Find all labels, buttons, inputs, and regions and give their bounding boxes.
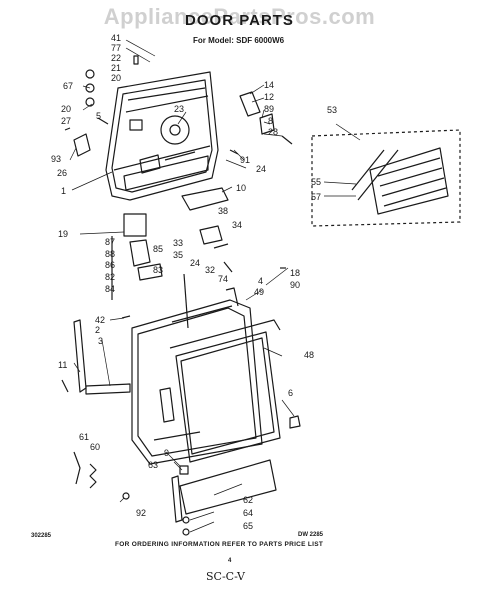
callout-11: 11 xyxy=(58,360,67,370)
callout-63: 63 xyxy=(148,460,158,470)
callout-24b: 24 xyxy=(190,258,200,268)
callout-28: 28 xyxy=(268,127,278,137)
callout-67: 67 xyxy=(63,81,73,91)
callout-27: 27 xyxy=(61,116,71,126)
callout-5: 5 xyxy=(96,111,101,121)
callout-48: 48 xyxy=(304,350,314,360)
callout-2: 2 xyxy=(95,325,100,335)
callout-42: 42 xyxy=(95,315,105,325)
callout-8: 8 xyxy=(268,116,273,126)
callout-10: 10 xyxy=(236,183,246,193)
latch-parts xyxy=(199,225,233,273)
callout-18: 18 xyxy=(290,268,300,278)
vent-rack xyxy=(311,129,461,227)
callout-92: 92 xyxy=(136,508,146,518)
spring-61-60 xyxy=(73,451,97,489)
callout-20: 20 xyxy=(111,73,121,83)
callout-23: 23 xyxy=(174,104,184,114)
callout-4: 4 xyxy=(258,276,263,286)
page-number: 4 xyxy=(228,558,232,564)
callout-20b: 20 xyxy=(61,104,71,114)
callout-84: 84 xyxy=(105,284,115,294)
handwritten-note: SC-C-V xyxy=(206,570,245,583)
callout-6: 6 xyxy=(288,388,293,398)
lower-panel xyxy=(171,459,277,523)
callout-65: 65 xyxy=(243,521,253,531)
outer-door-panel xyxy=(169,319,281,463)
callout-74: 74 xyxy=(218,274,228,284)
callout-38: 38 xyxy=(218,206,228,216)
diagram-title: DOOR PARTS xyxy=(185,12,294,29)
callout-22: 22 xyxy=(111,53,121,63)
callout-83: 83 xyxy=(153,265,163,275)
callout-64: 64 xyxy=(243,508,253,518)
callout-49: 49 xyxy=(254,287,264,297)
left-hardware xyxy=(64,55,139,157)
callout-14: 14 xyxy=(264,80,274,90)
callout-41: 41 xyxy=(111,33,121,43)
inner-door-panel xyxy=(105,71,219,201)
callout-86: 86 xyxy=(105,260,115,270)
callout-62: 62 xyxy=(243,495,253,505)
callout-33: 33 xyxy=(173,238,183,248)
callout-77: 77 xyxy=(111,43,121,53)
callout-93: 93 xyxy=(51,154,61,164)
part-6 xyxy=(289,415,301,429)
callout-24: 24 xyxy=(256,164,266,174)
callout-21: 21 xyxy=(111,63,121,73)
callout-9: 9 xyxy=(164,448,169,458)
callout-55: 55 xyxy=(311,177,321,187)
callout-88: 88 xyxy=(105,249,115,259)
callout-26: 26 xyxy=(57,168,67,178)
callout-90: 90 xyxy=(290,280,300,290)
callout-60: 60 xyxy=(90,442,100,452)
bracket-10 xyxy=(181,187,229,211)
outer-door-frame xyxy=(131,273,263,465)
part-65 xyxy=(182,528,190,536)
hinge-assembly xyxy=(229,91,293,155)
callout-61: 61 xyxy=(79,432,89,442)
callout-91: 91 xyxy=(240,155,250,165)
ordering-note: FOR ORDERING INFORMATION REFER TO PARTS … xyxy=(115,541,324,548)
callout-34: 34 xyxy=(232,220,242,230)
switch-assembly xyxy=(111,213,163,300)
callout-32: 32 xyxy=(205,265,215,275)
callout-3: 3 xyxy=(98,336,103,346)
callout-12: 12 xyxy=(264,92,274,102)
callout-19: 19 xyxy=(58,229,68,239)
callout-82: 82 xyxy=(105,272,115,282)
callout-53: 53 xyxy=(327,105,337,115)
callout-87: 87 xyxy=(105,237,115,247)
model-line: For Model: SDF 6000W6 xyxy=(193,36,285,45)
watermark: AppliancePartsPros.com xyxy=(103,4,376,29)
catalog-code: 302285 xyxy=(31,533,52,539)
callout-85: 85 xyxy=(153,244,163,254)
part-64 xyxy=(182,516,190,524)
callout-57: 57 xyxy=(311,192,321,202)
part-92 xyxy=(122,492,130,500)
callout-89: 89 xyxy=(264,104,274,114)
drawing-ref: DW 2285 xyxy=(298,532,324,538)
callout-35: 35 xyxy=(173,250,183,260)
callout-1: 1 xyxy=(61,186,66,196)
